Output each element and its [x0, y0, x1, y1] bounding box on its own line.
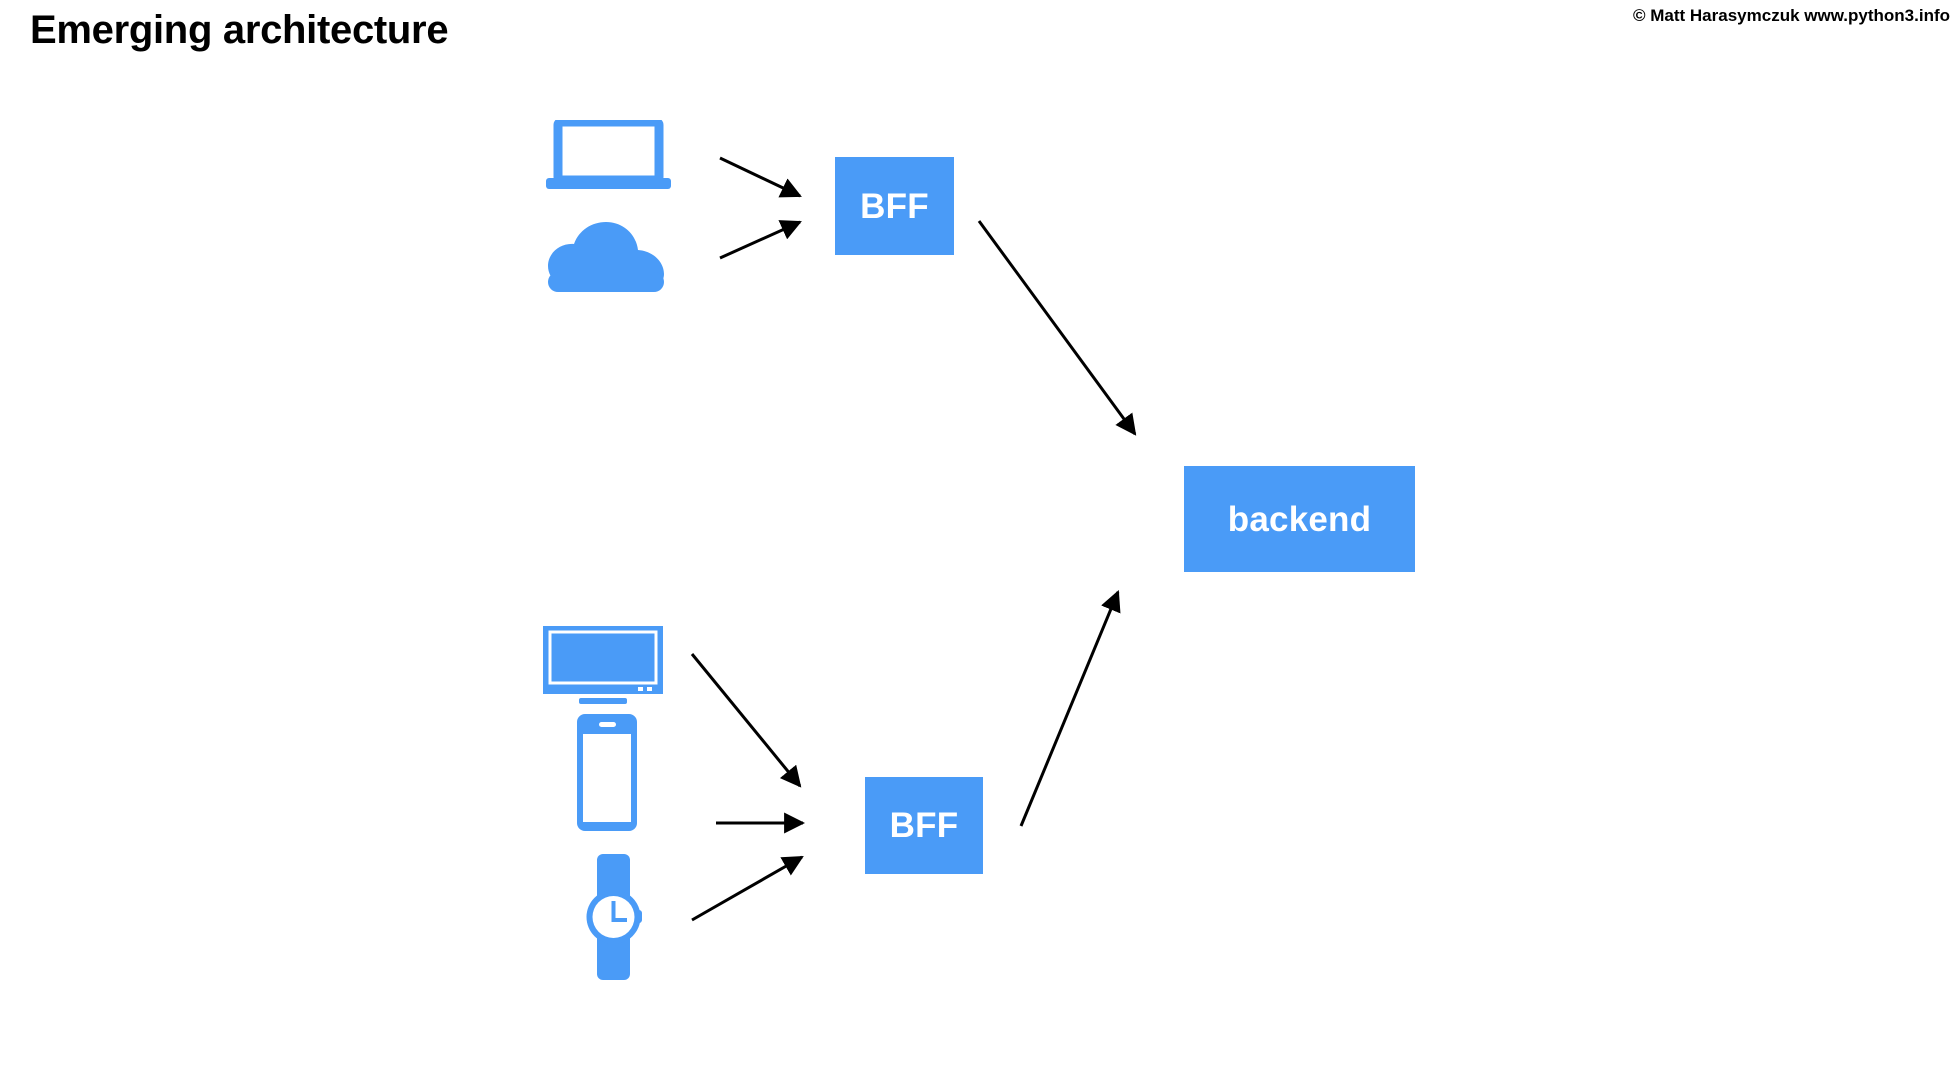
node-backend[interactable]: backend	[1184, 466, 1415, 572]
arrow-tv-to-bff-bottom	[690, 653, 802, 788]
tv-icon	[543, 626, 663, 704]
page-title: Emerging architecture	[30, 8, 449, 52]
smartphone-icon	[577, 714, 637, 831]
laptop-icon	[546, 120, 671, 192]
node-bff-top[interactable]: BFF	[835, 157, 954, 255]
node-bff-bottom-label: BFF	[889, 806, 959, 845]
node-backend-label: backend	[1227, 499, 1372, 539]
cloud-icon	[546, 222, 666, 294]
arrow-bff-top-to-backend	[977, 220, 1137, 436]
arrow-cloud-to-bff-top	[719, 220, 802, 260]
smartwatch-icon	[585, 854, 642, 980]
copyright-notice: © Matt Harasymczuk www.python3.info	[1633, 6, 1950, 25]
node-bff-bottom[interactable]: BFF	[865, 777, 983, 874]
arrow-laptop-to-bff-top	[719, 156, 802, 198]
arrow-bff-bottom-to-backend	[1019, 590, 1121, 827]
arrow-watch-to-bff-bottom	[691, 855, 804, 922]
node-bff-top-label: BFF	[860, 186, 929, 226]
